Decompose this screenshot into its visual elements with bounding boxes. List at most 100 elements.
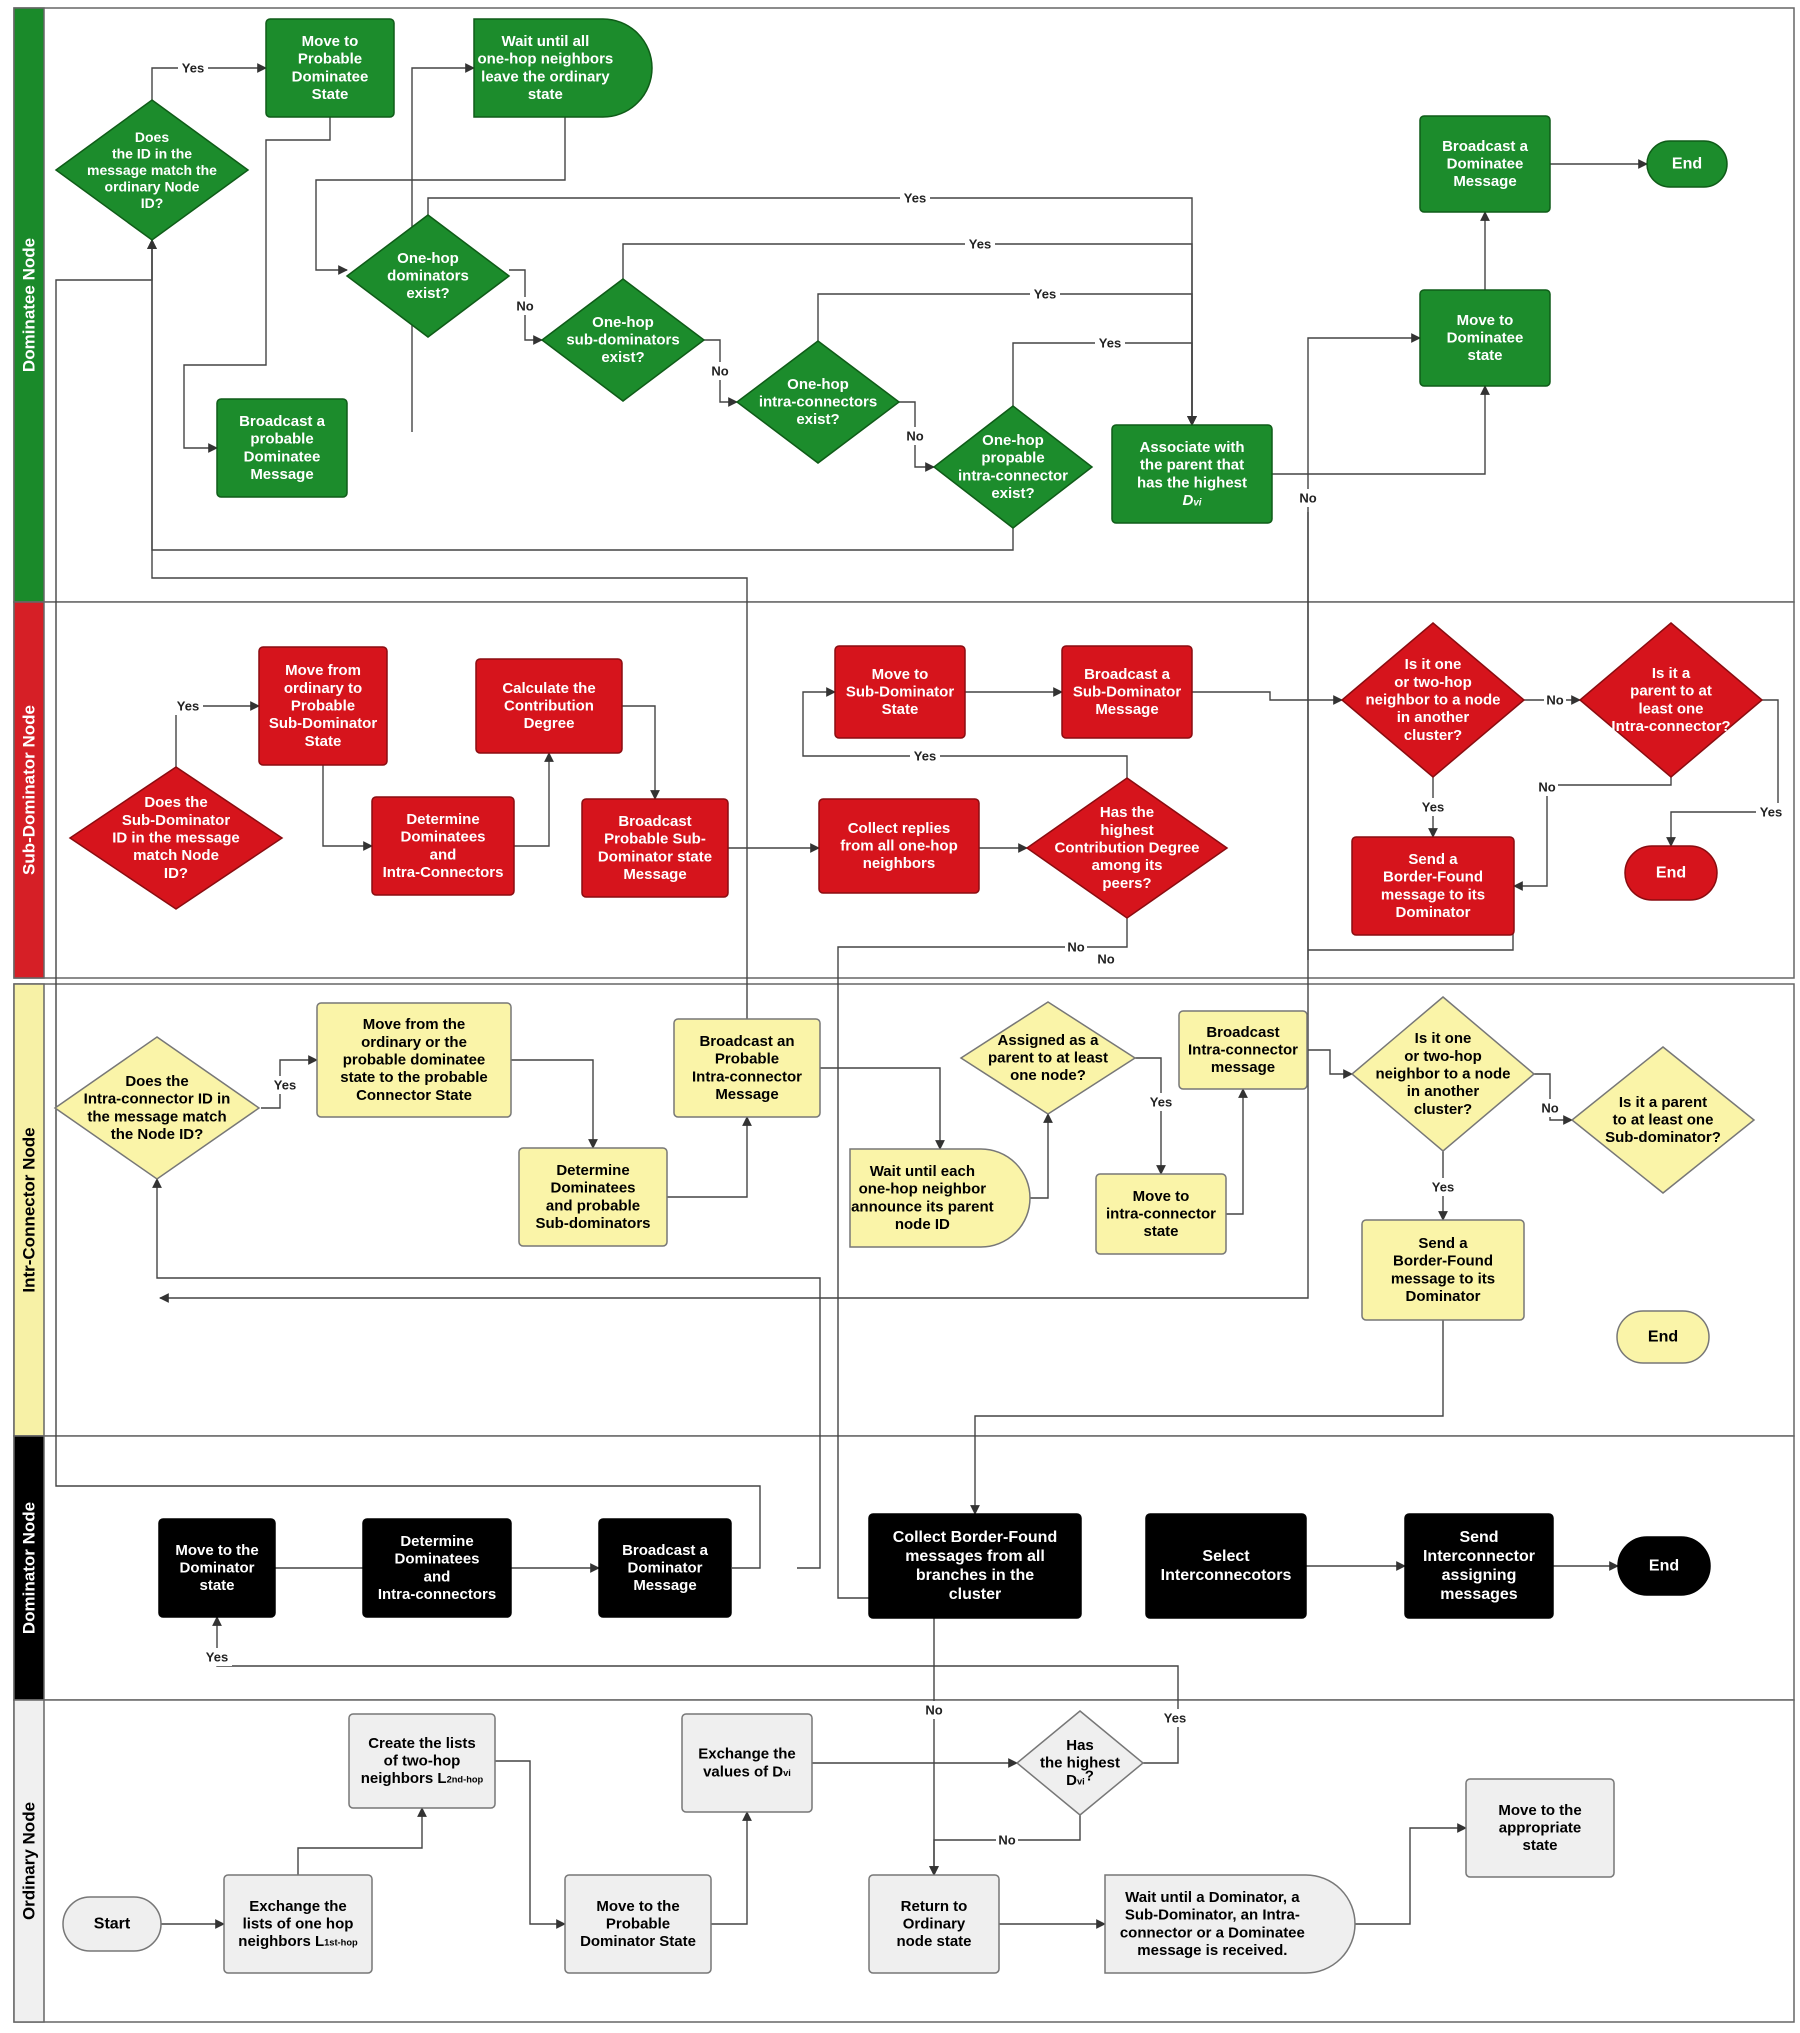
- node-s-end: End: [1624, 845, 1718, 901]
- node-shape: [371, 796, 515, 896]
- lane-label-intraconnector: Intr-Connector Node: [20, 1127, 39, 1292]
- connector-11: [1272, 385, 1490, 475]
- connector-37: [1307, 1049, 1353, 1079]
- edge-label-no-19: No: [1539, 1099, 1561, 1117]
- node-shape: [1025, 777, 1229, 919]
- node-shape: [1178, 1010, 1308, 1090]
- connector-42: [55, 239, 761, 1569]
- node-shape: [959, 1001, 1137, 1115]
- connector-32: [667, 1116, 752, 1198]
- node-shape: [68, 766, 284, 910]
- svg-text:No: No: [998, 1833, 1015, 1848]
- connector-58: [159, 512, 1309, 1303]
- edge-label-yes-3: Yes: [1030, 285, 1060, 303]
- lane-label-ordinary: Ordinary Node: [20, 1802, 39, 1920]
- node-shape: [473, 18, 653, 118]
- node-shape: [681, 1713, 813, 1813]
- node-text: End: [1656, 865, 1686, 882]
- node-shape: [1419, 115, 1551, 213]
- node-shape: [1578, 622, 1764, 778]
- node-shape: [1351, 836, 1515, 936]
- connector-35: [1135, 1057, 1166, 1175]
- edge-label-yes-1: Yes: [900, 189, 930, 207]
- node-shape: [518, 1147, 668, 1247]
- lane-label-dominatee: Dominatee Node: [20, 238, 39, 372]
- svg-text:Yes: Yes: [274, 1078, 296, 1093]
- node-o-start: Start: [62, 1896, 162, 1952]
- edge-label-no-8: No: [1297, 489, 1319, 507]
- svg-text:Yes: Yes: [1760, 805, 1782, 820]
- node-shape: [62, 1896, 162, 1952]
- connector-52: [711, 1811, 752, 1925]
- node-shape: [1015, 1710, 1145, 1816]
- node-shape: [849, 1148, 1031, 1248]
- edge-label-yes-9: Yes: [173, 697, 203, 715]
- svg-text:No: No: [1299, 491, 1316, 506]
- connector-21: [802, 687, 1128, 778]
- svg-text:No: No: [906, 429, 923, 444]
- node-shape: [1104, 1874, 1356, 1974]
- svg-text:No: No: [1538, 780, 1555, 795]
- edge-label-yes-14: Yes: [1756, 803, 1786, 821]
- svg-text:Yes: Yes: [1150, 1095, 1172, 1110]
- edge-label-yes-4: Yes: [1095, 334, 1125, 352]
- lane-subdominator-header: [13, 601, 45, 979]
- connector-33: [820, 1067, 945, 1150]
- connector-57: [1355, 1823, 1467, 1925]
- connector-16: [322, 765, 373, 851]
- node-shape: [598, 1518, 732, 1618]
- node-shape: [1616, 1310, 1710, 1364]
- svg-text:No: No: [925, 1703, 942, 1718]
- connector-50: [297, 1807, 427, 1875]
- edge-label-yes-0: Yes: [178, 59, 208, 77]
- svg-text:Yes: Yes: [1034, 287, 1056, 302]
- node-m-end: End: [1617, 1536, 1711, 1596]
- edge-label-no-6: No: [709, 362, 731, 380]
- lane-intraconnector-header: [13, 983, 45, 1437]
- svg-text:Yes: Yes: [206, 1650, 228, 1665]
- node-shape: [54, 99, 250, 241]
- edge-label-no-5: No: [514, 297, 536, 315]
- node-shape: [1061, 645, 1193, 739]
